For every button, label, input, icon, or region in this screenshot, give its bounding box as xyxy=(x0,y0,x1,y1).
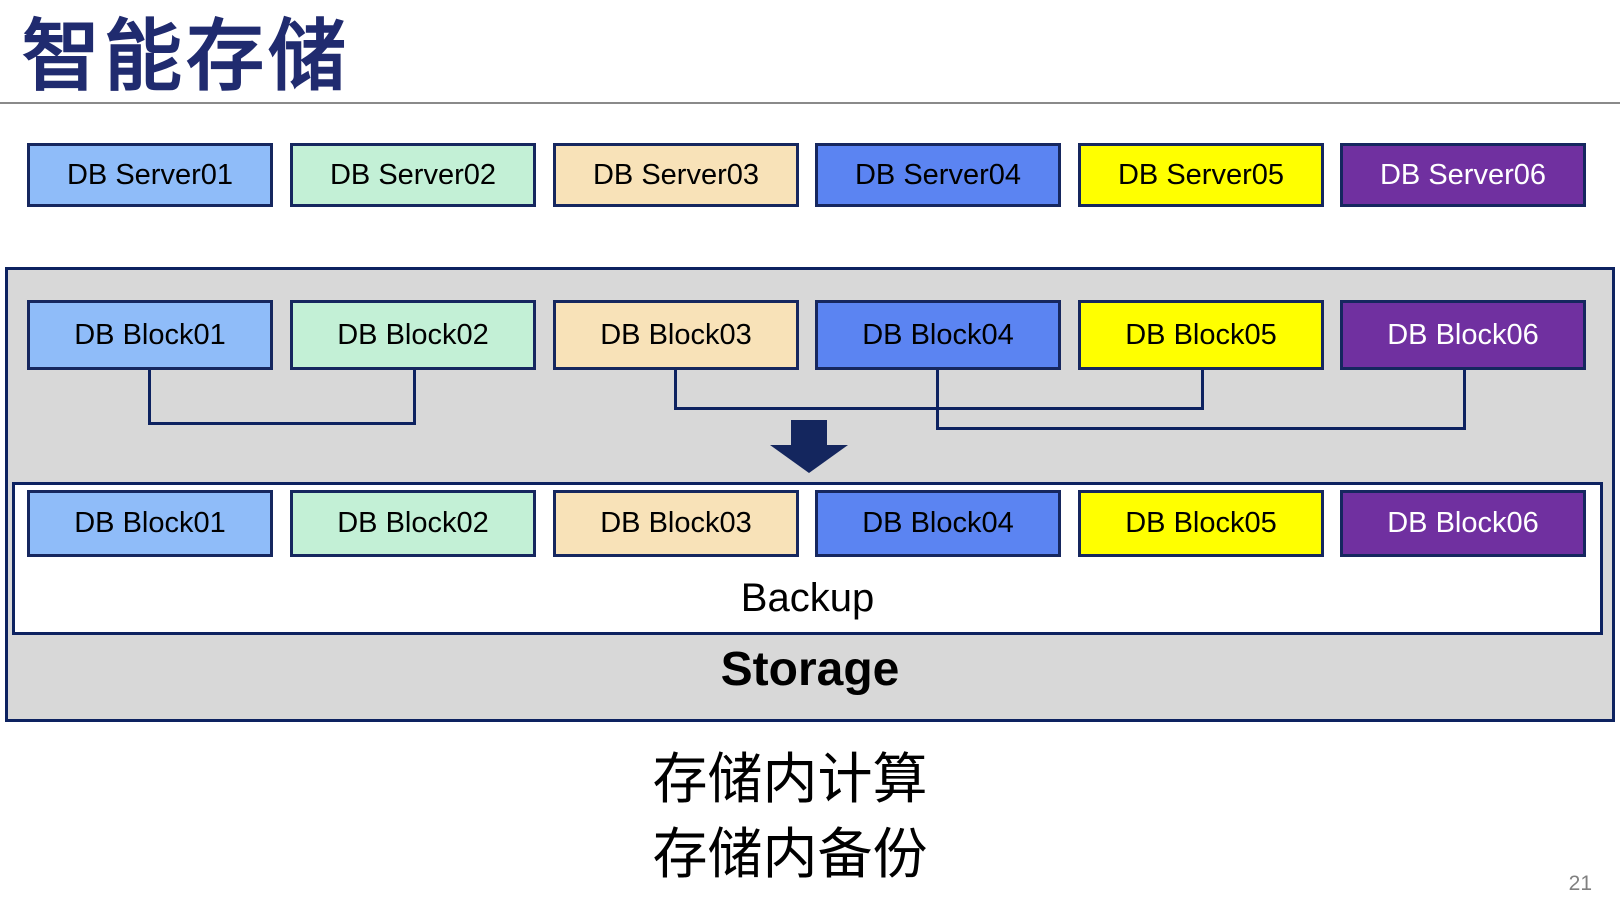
connector-line xyxy=(936,370,939,430)
server-box-3: DB Server03 xyxy=(553,143,799,207)
block-bottom-5: DB Block05 xyxy=(1078,490,1324,557)
server-box-4: DB Server04 xyxy=(815,143,1061,207)
storage-label: Storage xyxy=(720,643,900,696)
caption-text: 存储内计算 存储内备份 xyxy=(0,742,1580,892)
caption-line-1: 存储内计算 xyxy=(652,748,928,810)
connector-line xyxy=(1201,370,1204,410)
block-top-4: DB Block04 xyxy=(815,300,1061,370)
down-arrow-icon xyxy=(791,420,827,446)
block-top-1: DB Block01 xyxy=(27,300,273,370)
connector-line xyxy=(148,370,151,425)
down-arrow-icon xyxy=(770,445,848,473)
block-top-5: DB Block05 xyxy=(1078,300,1324,370)
block-bottom-3: DB Block03 xyxy=(553,490,799,557)
connector-line xyxy=(413,370,416,425)
block-bottom-4: DB Block04 xyxy=(815,490,1061,557)
connector-line xyxy=(148,422,416,425)
page-title: 智能存储 xyxy=(22,12,351,100)
page-number: 21 xyxy=(1568,872,1592,895)
block-bottom-1: DB Block01 xyxy=(27,490,273,557)
block-top-3: DB Block03 xyxy=(553,300,799,370)
connector-line xyxy=(674,370,677,410)
server-box-2: DB Server02 xyxy=(290,143,536,207)
block-bottom-2: DB Block02 xyxy=(290,490,536,557)
backup-label: Backup xyxy=(740,576,875,620)
title-underline xyxy=(0,102,1620,104)
block-top-6: DB Block06 xyxy=(1340,300,1586,370)
connector-line xyxy=(674,407,1204,410)
connector-line xyxy=(936,427,1466,430)
server-box-1: DB Server01 xyxy=(27,143,273,207)
block-bottom-6: DB Block06 xyxy=(1340,490,1586,557)
server-box-5: DB Server05 xyxy=(1078,143,1324,207)
block-top-2: DB Block02 xyxy=(290,300,536,370)
backup-box xyxy=(12,482,1603,635)
caption-line-2: 存储内备份 xyxy=(652,823,928,885)
connector-line xyxy=(1463,370,1466,430)
server-box-6: DB Server06 xyxy=(1340,143,1586,207)
